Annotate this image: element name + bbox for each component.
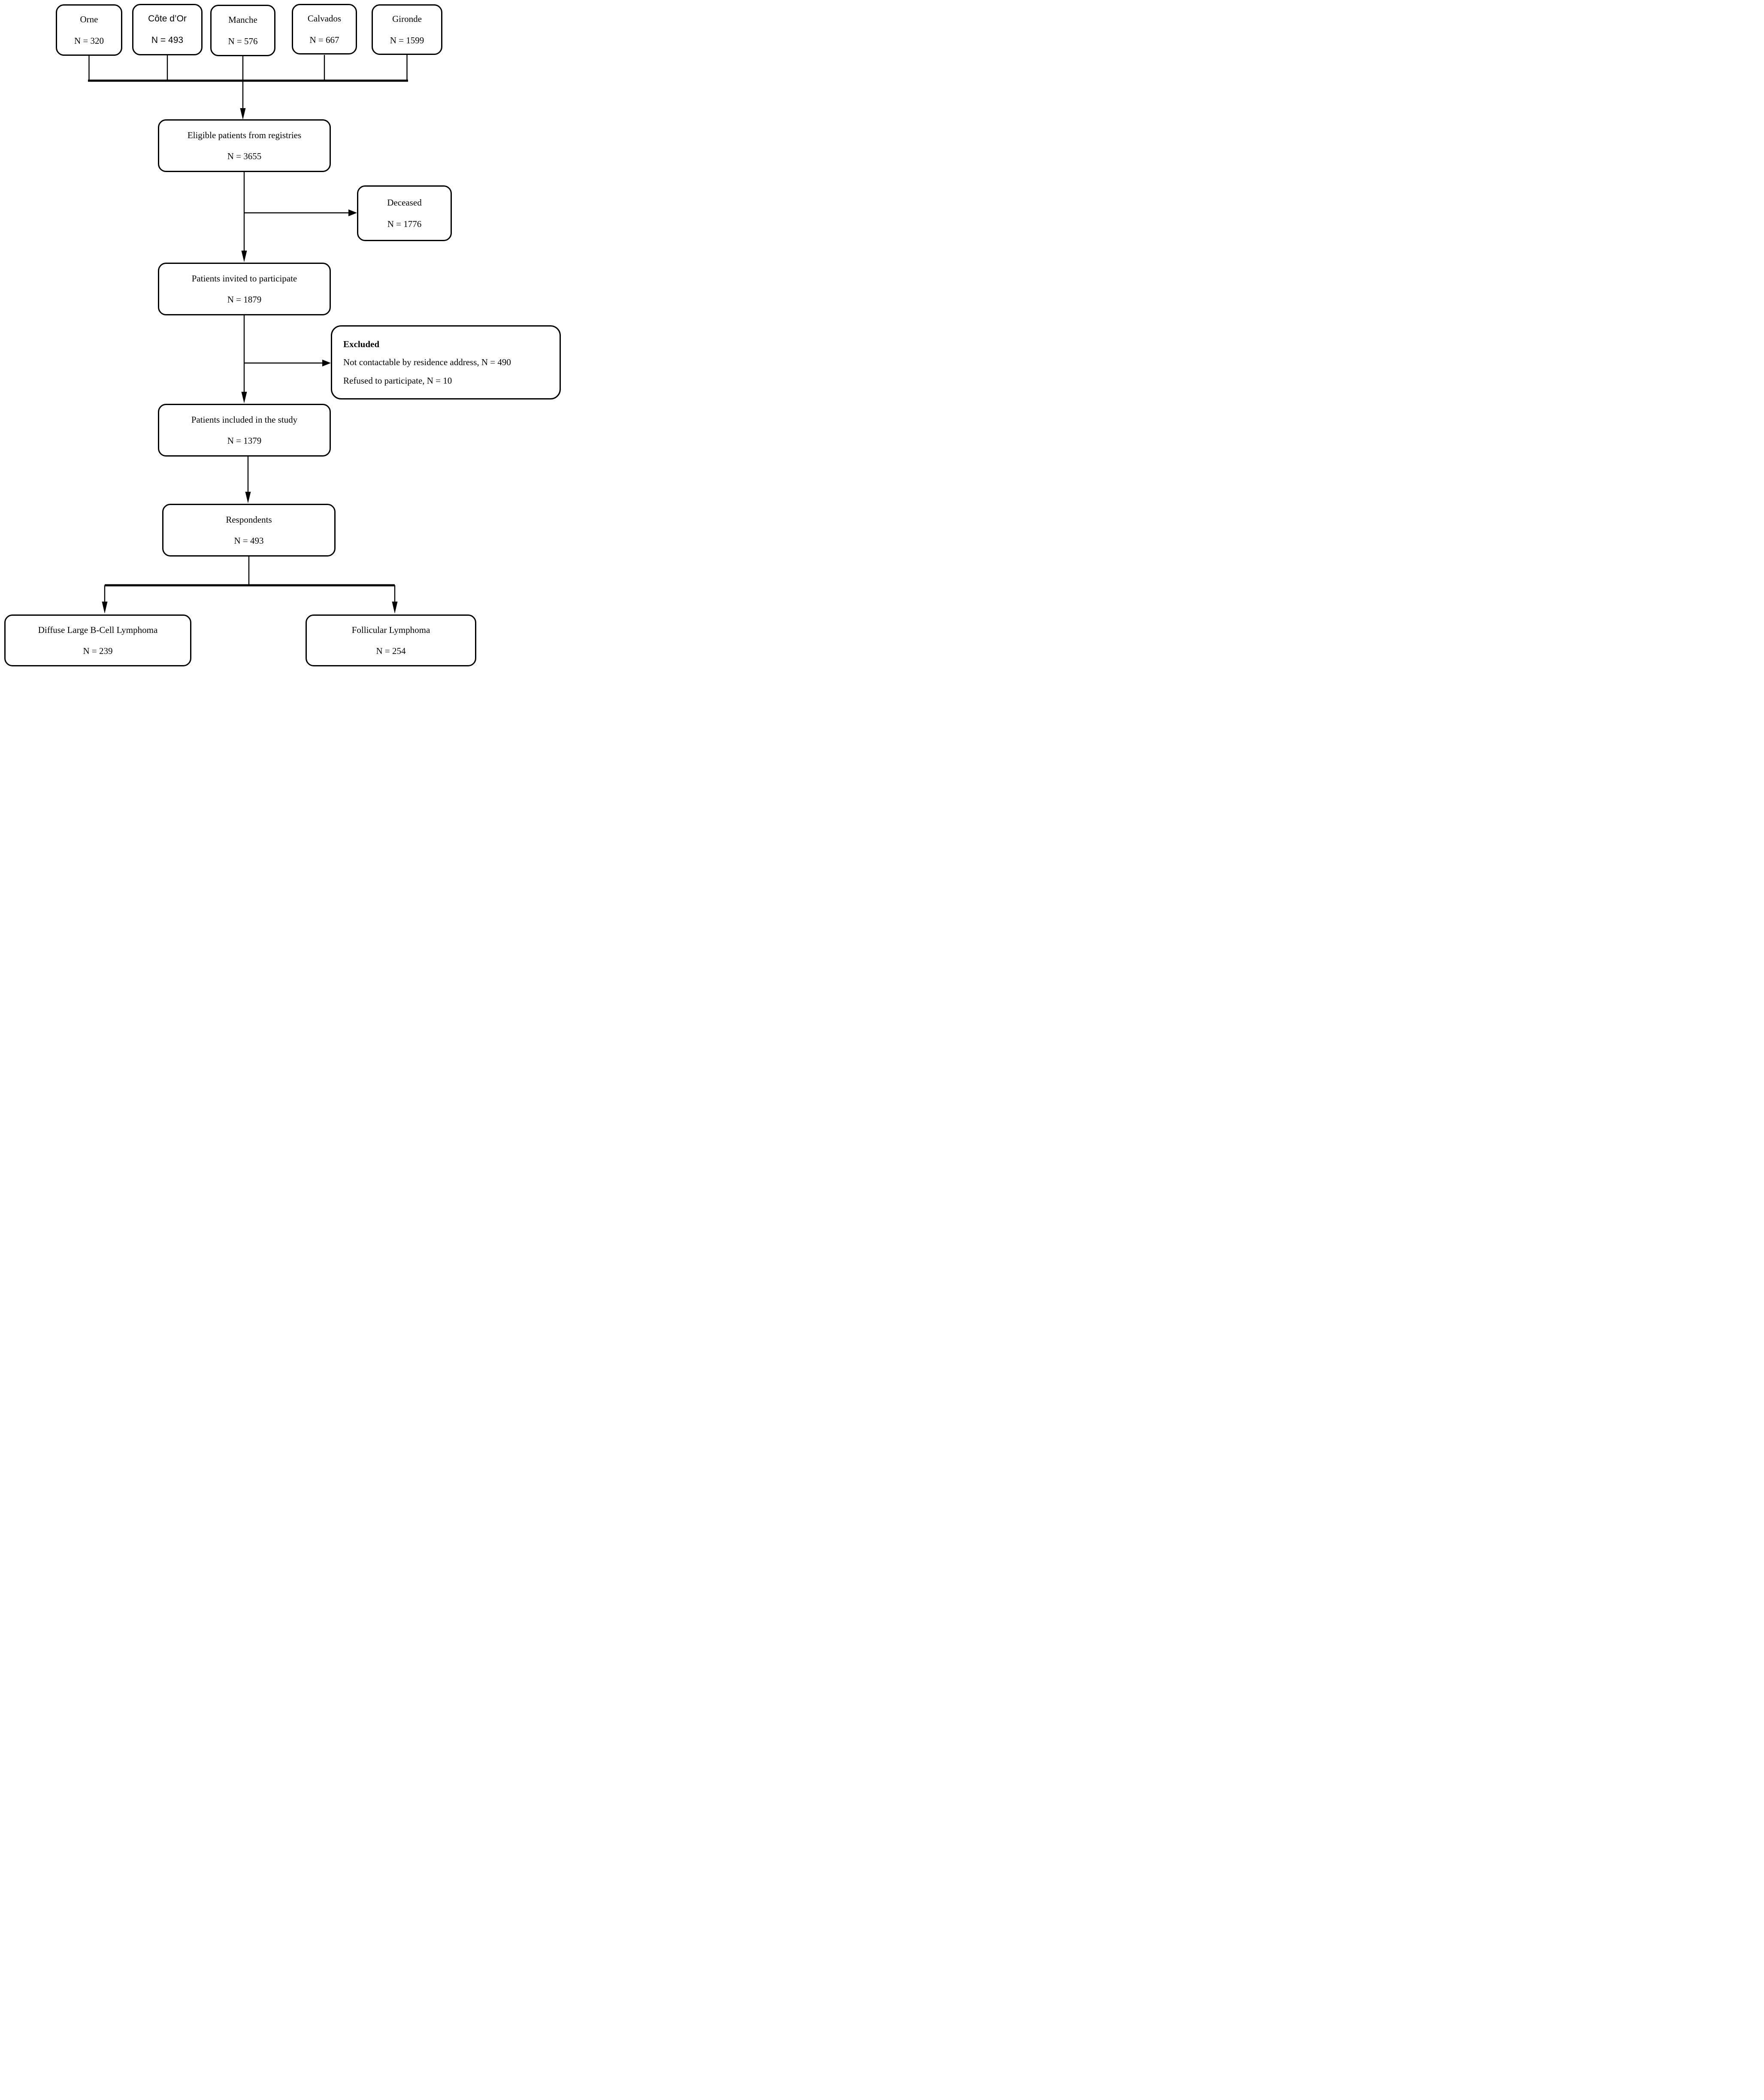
node-label: Patients included in the study — [191, 414, 298, 425]
node-invited-patients: Patients invited to participate N = 1879 — [158, 263, 331, 315]
node-label: Follicular Lymphoma — [351, 624, 430, 635]
node-count: N = 320 — [74, 35, 104, 46]
node-follicular: Follicular Lymphoma N = 254 — [306, 614, 476, 666]
node-registry-gironde: Gironde N = 1599 — [372, 4, 442, 55]
node-eligible-patients: Eligible patients from registries N = 36… — [158, 119, 331, 172]
node-label: Patients invited to participate — [191, 273, 297, 284]
node-label: Manche — [228, 15, 257, 25]
connector-eligible-to-invited — [241, 172, 247, 262]
node-label: Diffuse Large B-Cell Lymphoma — [38, 624, 158, 635]
node-count: N = 1599 — [390, 35, 424, 45]
connector-branch-excluded — [244, 360, 331, 366]
node-label: Côte d’Or — [148, 14, 187, 24]
node-label: Gironde — [392, 14, 422, 24]
connector-invited-to-included — [241, 315, 247, 403]
node-count: N = 239 — [83, 646, 113, 656]
node-count: N = 1379 — [227, 436, 262, 446]
node-label: Deceased — [387, 197, 422, 208]
node-count: N = 254 — [376, 646, 406, 656]
connector-branch-deceased — [244, 209, 357, 216]
node-included-patients: Patients included in the study N = 1379 — [158, 404, 331, 457]
excluded-reason: Not contactable by residence address, N … — [343, 357, 511, 368]
node-count: N = 493 — [151, 35, 184, 45]
node-label: Respondents — [226, 514, 272, 525]
connector-included-to-respondents — [245, 457, 251, 503]
connector-merge-to-eligible — [240, 81, 246, 120]
node-registry-orne: Orne N = 320 — [56, 4, 122, 56]
node-label: Orne — [80, 14, 98, 25]
connector-respondents-split — [102, 557, 398, 614]
node-label: Calvados — [307, 13, 342, 24]
connector-registry-stubs — [88, 55, 408, 82]
node-count: N = 1879 — [227, 294, 262, 305]
node-count: N = 3655 — [227, 151, 262, 161]
node-deceased: Deceased N = 1776 — [357, 185, 452, 241]
node-registry-cote-dor: Côte d’Or N = 493 — [132, 4, 203, 55]
node-count: N = 576 — [228, 36, 258, 46]
node-excluded: Excluded Not contactable by residence ad… — [331, 325, 561, 399]
node-label: Eligible patients from registries — [187, 130, 302, 140]
node-dlbcl: Diffuse Large B-Cell Lymphoma N = 239 — [4, 614, 191, 666]
excluded-reason: Refused to participate, N = 10 — [343, 375, 452, 386]
flow-diagram: Orne N = 320 Côte d’Or N = 493 Manche N … — [0, 0, 566, 674]
node-count: N = 1776 — [387, 218, 422, 229]
node-count: N = 667 — [309, 34, 339, 45]
node-registry-calvados: Calvados N = 667 — [292, 4, 357, 54]
node-registry-manche: Manche N = 576 — [210, 5, 275, 56]
excluded-heading: Excluded — [343, 339, 380, 349]
node-respondents: Respondents N = 493 — [162, 504, 336, 557]
node-count: N = 493 — [234, 536, 264, 546]
